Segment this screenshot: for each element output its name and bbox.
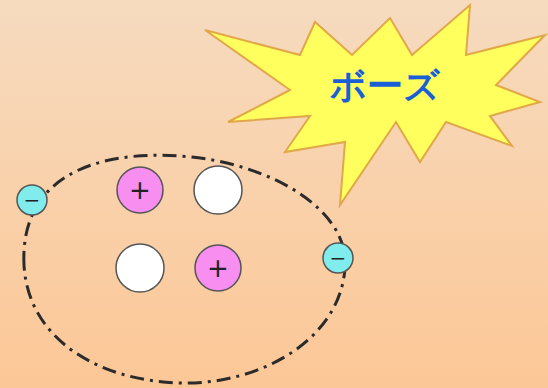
- callout-burst: ボーズ: [200, 0, 548, 210]
- burst-label: ボーズ: [330, 68, 440, 104]
- neutron: [194, 166, 242, 214]
- electron-shape: [323, 243, 353, 273]
- charge-sign: +: [129, 177, 151, 203]
- electron-circle: −: [322, 242, 354, 274]
- neutron: [116, 244, 164, 292]
- burst-outline: [200, 0, 548, 210]
- electron-circle: −: [16, 184, 48, 216]
- proton-circle: +: [194, 244, 242, 292]
- electron-shape: [17, 185, 47, 215]
- charge-sign: −: [330, 248, 347, 268]
- proton-shape: [117, 167, 163, 213]
- charge-sign: +: [207, 255, 229, 281]
- proton-circle: +: [116, 166, 164, 214]
- burst-shape: [205, 5, 545, 205]
- orbit: [24, 155, 345, 383]
- charge-sign: −: [24, 190, 41, 210]
- proton-shape: [195, 245, 241, 291]
